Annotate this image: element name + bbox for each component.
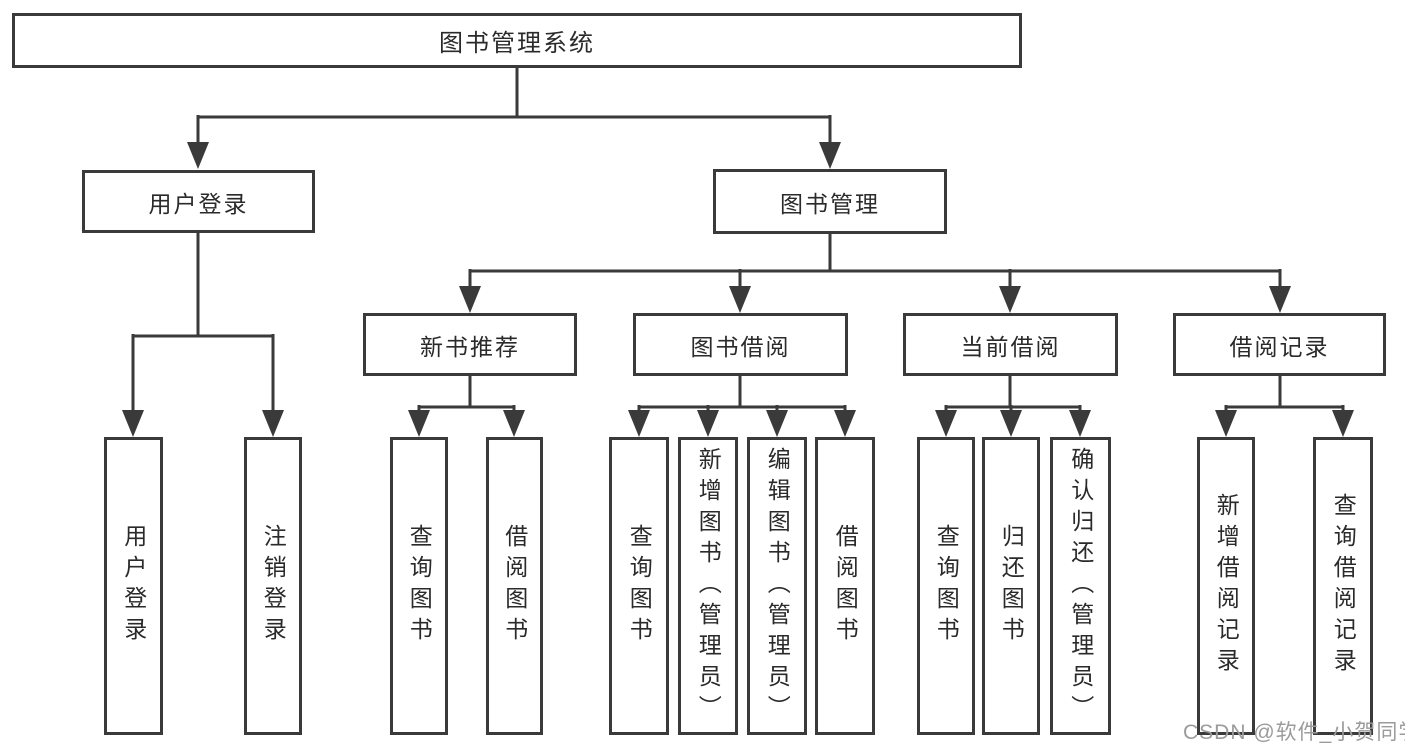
arrow-icon (503, 410, 525, 437)
arrow-icon (819, 142, 841, 169)
leaf-label: 借阅图书 (832, 524, 859, 648)
node-leaf-return-book: 归还图书 (982, 437, 1040, 735)
arrow-icon (697, 410, 719, 437)
arrow-icon (1332, 410, 1354, 437)
node-leaf-edit-book-admin: 编辑图书（管理员） (747, 437, 807, 735)
leaf-label: 查询图书 (933, 524, 960, 648)
node-leaf-query-books-3: 查询图书 (917, 437, 975, 735)
node-current-borrowing: 当前借阅 (903, 313, 1118, 376)
arrow-icon (1215, 410, 1237, 437)
leaf-label: 用户登录 (120, 524, 147, 648)
node-user-login: 用户登录 (82, 170, 315, 233)
arrow-icon (1269, 286, 1291, 313)
arrow-icon (122, 410, 144, 437)
arrow-icon (729, 286, 751, 313)
leaf-label: 确认归还（管理员） (1067, 446, 1094, 726)
leaf-label: 编辑图书（管理员） (764, 446, 791, 726)
node-leaf-query-books-1: 查询图书 (390, 437, 448, 735)
node-book-borrowing: 图书借阅 (633, 313, 848, 376)
leaf-label: 归还图书 (998, 524, 1025, 648)
watermark-text: CSDN @软件_小贺同学 (1183, 721, 1405, 744)
leaf-label: 查询借阅记录 (1330, 493, 1357, 679)
leaf-label: 注销登录 (260, 524, 287, 648)
node-leaf-confirm-return-admin: 确认归还（管理员） (1050, 437, 1111, 735)
node-leaf-user-login: 用户登录 (104, 437, 163, 735)
node-leaf-query-books-2: 查询图书 (609, 437, 669, 735)
arrow-icon (628, 410, 650, 437)
node-book-management: 图书管理 (713, 169, 947, 234)
node-root-system: 图书管理系统 (12, 13, 1022, 68)
arrow-icon (459, 286, 481, 313)
node-new-book-recommendation: 新书推荐 (363, 313, 577, 376)
arrow-icon (408, 410, 430, 437)
leaf-label: 新增借阅记录 (1213, 493, 1240, 679)
leaf-label: 新增图书（管理员） (695, 446, 722, 726)
node-leaf-logout: 注销登录 (244, 437, 302, 735)
arrow-icon (935, 410, 957, 437)
node-leaf-add-book-admin: 新增图书（管理员） (678, 437, 738, 735)
arrow-icon (766, 410, 788, 437)
arrow-icon (1000, 410, 1022, 437)
node-leaf-borrow-books-1: 借阅图书 (486, 437, 543, 735)
node-borrowing-records: 借阅记录 (1173, 313, 1386, 376)
arrow-icon (834, 410, 856, 437)
leaf-label: 查询图书 (626, 524, 653, 648)
leaf-label: 借阅图书 (501, 524, 528, 648)
node-leaf-query-borrow-record: 查询借阅记录 (1313, 437, 1373, 735)
arrow-icon (1069, 410, 1091, 437)
arrow-icon (999, 286, 1021, 313)
node-leaf-borrow-books-2: 借阅图书 (815, 437, 875, 735)
leaf-label: 查询图书 (406, 524, 433, 648)
arrow-icon (187, 142, 209, 169)
arrow-icon (262, 410, 284, 437)
node-leaf-add-borrow-record: 新增借阅记录 (1197, 437, 1255, 735)
